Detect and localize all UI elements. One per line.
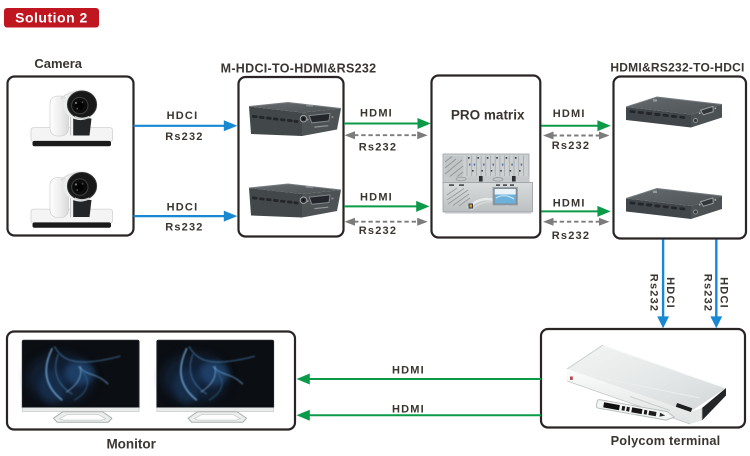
svg-text:HDMI: HDMI — [360, 108, 393, 120]
svg-text:HDCI: HDCI — [167, 202, 199, 214]
svg-text:Rs232: Rs232 — [165, 222, 203, 234]
svg-text:HDCI: HDCI — [167, 110, 199, 122]
svg-text:HDMI: HDMI — [553, 108, 586, 120]
svg-text:HDMI&RS232-TO-HDCI: HDMI&RS232-TO-HDCI — [610, 61, 744, 75]
svg-text:Camera: Camera — [34, 56, 82, 71]
svg-text:HDCI: HDCI — [718, 277, 730, 309]
svg-text:HDMI: HDMI — [360, 192, 393, 204]
svg-text:PRO matrix: PRO matrix — [451, 108, 525, 123]
svg-text:Rs232: Rs232 — [359, 225, 397, 237]
svg-text:Rs232: Rs232 — [552, 230, 590, 242]
svg-text:Rs232: Rs232 — [702, 274, 714, 312]
svg-text:HDMI: HDMI — [392, 365, 425, 377]
svg-text:HDMI: HDMI — [392, 404, 425, 416]
svg-text:Rs232: Rs232 — [359, 142, 397, 154]
svg-text:HDCI: HDCI — [664, 277, 676, 309]
svg-text:Monitor: Monitor — [106, 437, 156, 452]
svg-text:Solution 2: Solution 2 — [15, 10, 88, 26]
svg-text:Rs232: Rs232 — [648, 274, 660, 312]
svg-text:Rs232: Rs232 — [165, 131, 203, 143]
svg-text:Rs232: Rs232 — [552, 140, 590, 152]
svg-text:Polycom terminal: Polycom terminal — [611, 433, 721, 448]
svg-text:HDMI: HDMI — [553, 198, 586, 210]
svg-text:M-HDCI-TO-HDMI&RS232: M-HDCI-TO-HDMI&RS232 — [221, 62, 377, 76]
